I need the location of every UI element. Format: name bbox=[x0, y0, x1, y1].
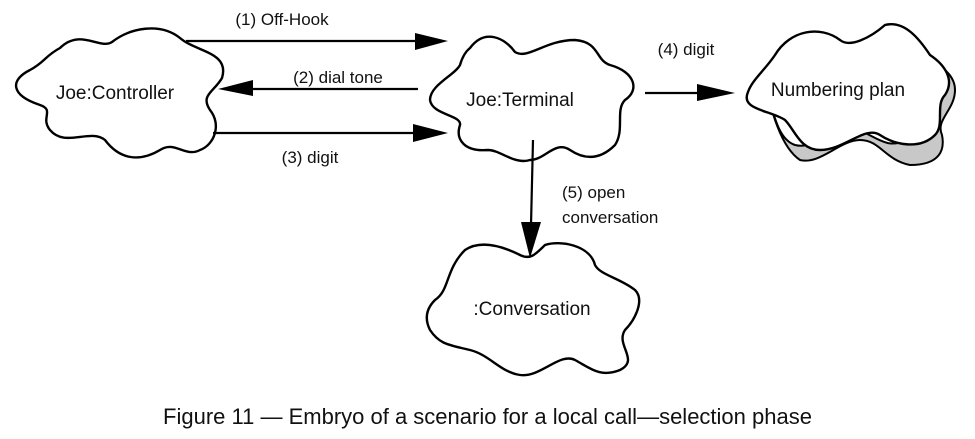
edge-line bbox=[529, 139, 535, 226]
edge-digit-4: (4) digit bbox=[645, 40, 735, 101]
edge-dial-tone: (2) dial tone bbox=[218, 68, 418, 96]
arrowhead bbox=[415, 33, 448, 50]
node-conversation: :Conversation bbox=[425, 242, 641, 377]
cloud-shape bbox=[425, 242, 641, 377]
edge-label: (4) digit bbox=[658, 40, 715, 59]
arrowhead bbox=[218, 80, 253, 96]
cloud-shape bbox=[428, 35, 635, 163]
node-label: Numbering plan bbox=[771, 80, 905, 101]
edge-label-line2: conversation bbox=[562, 208, 658, 227]
edge-off-hook: (1) Off-Hook bbox=[186, 10, 448, 50]
arrowhead bbox=[521, 222, 541, 258]
node-label: Joe:Terminal bbox=[466, 90, 574, 111]
node-terminal: Joe:Terminal bbox=[428, 35, 635, 163]
edge-open-conversation: (5) open conversation bbox=[521, 139, 658, 258]
node-label: :Conversation bbox=[473, 299, 590, 320]
edge-label-line1: (5) open bbox=[562, 183, 625, 202]
edge-digit-3: (3) digit bbox=[213, 124, 448, 167]
edge-label: (1) Off-Hook bbox=[235, 10, 329, 29]
arrowhead bbox=[697, 84, 735, 101]
node-label: Joe:Controller bbox=[56, 83, 175, 104]
arrowhead bbox=[413, 124, 448, 142]
edge-label: (3) digit bbox=[282, 148, 339, 167]
node-numbering-plan: Numbering plan bbox=[745, 23, 957, 167]
edge-label: (2) dial tone bbox=[293, 68, 383, 87]
cloud-shape bbox=[745, 23, 951, 152]
figure-caption: Figure 11 — Embryo of a scenario for a l… bbox=[163, 404, 812, 429]
node-controller: Joe:Controller bbox=[14, 27, 225, 159]
cloud-shape bbox=[14, 27, 225, 159]
